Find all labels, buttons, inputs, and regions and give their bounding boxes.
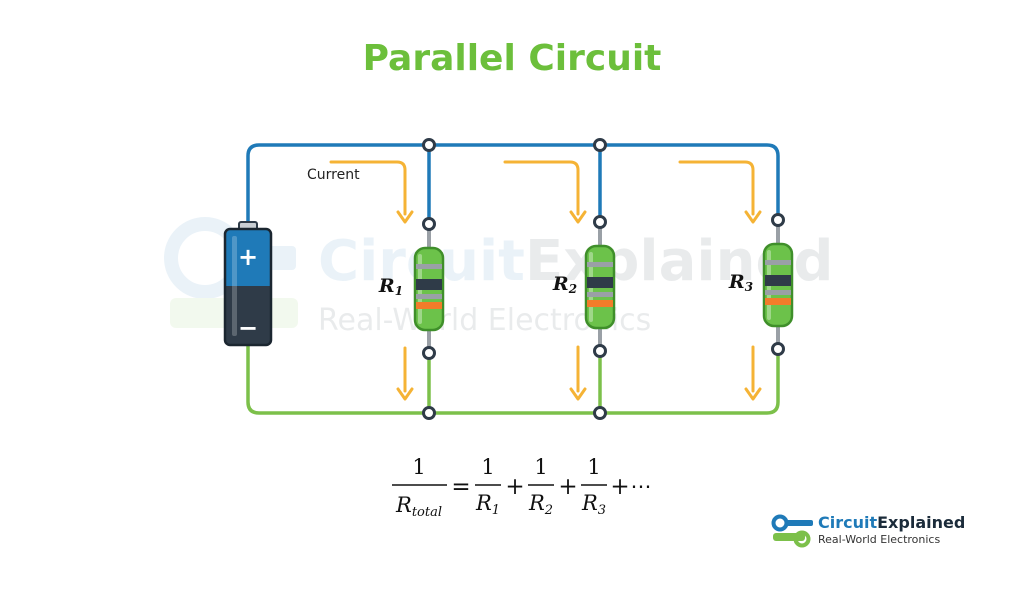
formula-terms: 1R1+1R2+1R3+: [475, 455, 630, 518]
resistor-2-label-symbol: R: [552, 273, 569, 295]
resistor-2: R2: [552, 215, 616, 358]
resistor-3: R3: [728, 213, 794, 356]
resistor-3-terminal-top: [771, 213, 785, 227]
formula-plus-1: +: [505, 474, 524, 500]
resistor-1-band-2: [416, 279, 442, 290]
junction-nodes: [422, 138, 607, 420]
resistor-2-band-2: [587, 277, 613, 288]
resistor-3-label-symbol: R: [728, 271, 745, 293]
current-arrow-branch-1-bottom: [396, 346, 414, 401]
battery-minus-sign: −: [238, 314, 258, 342]
junction-node-bottom-1: [422, 406, 436, 420]
resistor-2-label-subscript: 2: [568, 282, 577, 296]
current-arrow-branch-3-top: [678, 160, 762, 224]
resistor-3-label-subscript: 3: [745, 280, 753, 294]
current-arrow-layer: [329, 160, 762, 401]
formula-term-2-subscript: 2: [544, 503, 553, 518]
resistor-1-band-1: [416, 264, 442, 269]
formula-term-1: 1R1: [475, 455, 501, 518]
negative-wire: [246, 344, 780, 415]
brand-logo-title: CircuitExplained: [818, 513, 965, 532]
brand-logo-title-part1: Circuit: [818, 513, 877, 532]
formula-term-1-symbol: R: [475, 491, 492, 515]
brand-logo-tagline: Real-World Electronics: [818, 533, 940, 546]
formula-lhs-subscript: total: [412, 505, 442, 520]
formula-lhs-numerator: 1: [412, 455, 425, 479]
resistor-2-label: R2: [552, 273, 577, 296]
resistor-1-label-symbol: R: [378, 275, 395, 297]
resistor-3-band-1: [765, 260, 791, 265]
formula-plus-3: +: [610, 474, 629, 500]
battery-plus-sign: +: [238, 243, 258, 271]
current-arrow-branch-2-top: [503, 160, 587, 224]
formula-term-3-numerator: 1: [587, 455, 600, 479]
current-arrow-branch-1-top: [329, 160, 414, 224]
formula-term-3-denominator: R3: [581, 491, 606, 518]
resistor-3-label: R3: [728, 271, 753, 294]
resistor-2-terminal-top: [593, 215, 607, 229]
brand-logo-title-part2: Explained: [877, 513, 965, 532]
battery: + −: [223, 221, 273, 347]
formula-term-2-numerator: 1: [534, 455, 547, 479]
battery-outline: [223, 227, 273, 347]
resistor-3-terminal-bottom: [771, 342, 785, 356]
page-title: Parallel Circuit: [362, 38, 662, 79]
resistor-3-band-3: [765, 290, 791, 295]
resistor-1-terminal-bottom: [422, 346, 436, 360]
resistor-2-band-1: [587, 262, 613, 267]
resistor-3-band-2: [765, 275, 791, 286]
battery-highlight: [232, 236, 237, 336]
battery-seam: [225, 280, 271, 290]
battery-positive-half: [225, 229, 271, 287]
formula-term-2-denominator: R2: [528, 491, 553, 518]
formula-lhs-symbol: R: [395, 493, 412, 517]
current-arrow-branch-2-bottom: [569, 345, 587, 401]
formula-term-1-subscript: 1: [492, 503, 500, 518]
formula-plus-2: +: [558, 474, 577, 500]
formula-term-1-numerator: 1: [481, 455, 494, 479]
battery-seam-lower: [225, 286, 271, 292]
resistor-1-terminal-top: [422, 217, 436, 231]
junction-node-bottom-2: [593, 406, 607, 420]
junction-node-top-1: [422, 138, 436, 152]
brand-logo: CircuitExplained Real-World Electronics: [771, 513, 965, 548]
resistor-1-label: R1: [378, 275, 403, 298]
resistor-1-label-subscript: 1: [395, 284, 403, 298]
resistor-1-band-4: [416, 302, 442, 309]
resistor-1-band-3: [416, 294, 442, 299]
formula-term-2: 1R2: [528, 455, 554, 518]
resistor-2-band-4: [587, 300, 613, 307]
formula-term-3: 1R3: [581, 455, 607, 518]
resistor-1: R1: [378, 217, 445, 360]
positive-wire: [246, 143, 780, 222]
battery-negative-half: [225, 285, 271, 345]
junction-node-top-2: [593, 138, 607, 152]
resistor-2-band-3: [587, 292, 613, 297]
formula-ellipsis: ⋯: [631, 474, 652, 498]
resistor-3-band-4: [765, 298, 791, 305]
formula-term-3-subscript: 3: [598, 503, 606, 518]
current-label: Current: [307, 167, 360, 183]
formula-lhs-denominator: Rtotal: [395, 493, 442, 520]
current-arrow-branch-3-bottom: [744, 345, 762, 401]
resistor-2-terminal-bottom: [593, 344, 607, 358]
formula: 1 Rtotal = 1R1+1R2+1R3+ ⋯: [392, 455, 652, 520]
formula-equals: =: [451, 474, 470, 500]
formula-term-3-symbol: R: [581, 491, 598, 515]
formula-term-2-symbol: R: [528, 491, 545, 515]
formula-term-1-denominator: R1: [475, 491, 500, 518]
brand-logo-icon: [771, 514, 813, 548]
